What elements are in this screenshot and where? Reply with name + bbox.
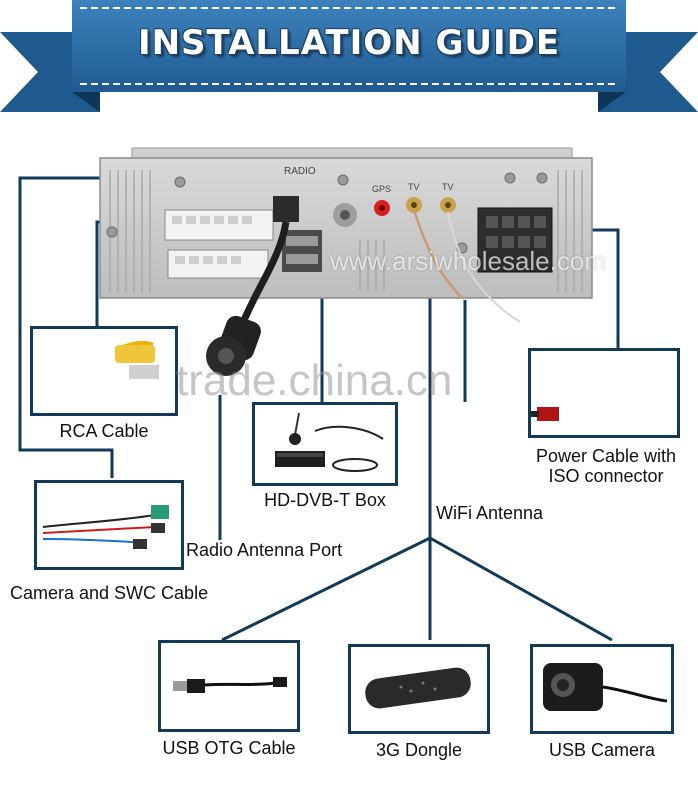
tv-port-label-2: TV [442,182,454,192]
camera-swc-cable-box [34,480,184,570]
usb-otg-cable-box [158,640,300,732]
wifi-antenna-label: WiFi Antenna [436,503,543,523]
rca-cable-box [30,326,178,416]
usb-camera-box [530,644,674,734]
usb-camera-label: USB Camera [524,740,680,760]
rca-cable-label: RCA Cable [30,421,178,441]
gps-port-label: GPS [372,184,391,194]
hd-dvb-t-label: HD-DVB-T Box [240,490,410,510]
hd-dvb-t-box [252,402,398,486]
watermark-site: www.arsiwholesale.com [330,246,606,277]
usb-otg-cable-label: USB OTG Cable [150,738,308,758]
radio-port-label: RADIO [284,166,316,177]
watermark-main: trade.china.cn [176,356,452,406]
power-cable-box [528,348,680,438]
tv-port-label-1: TV [408,182,420,192]
radio-antenna-port-label: Radio Antenna Port [186,540,342,560]
dongle-3g-box [348,644,490,734]
power-cable-label-line2: ISO connector [518,466,694,486]
power-cable-label-line1: Power Cable with [518,446,694,466]
dongle-3g-label: 3G Dongle [340,740,498,760]
camera-swc-cable-label: Camera and SWC Cable [10,583,208,603]
